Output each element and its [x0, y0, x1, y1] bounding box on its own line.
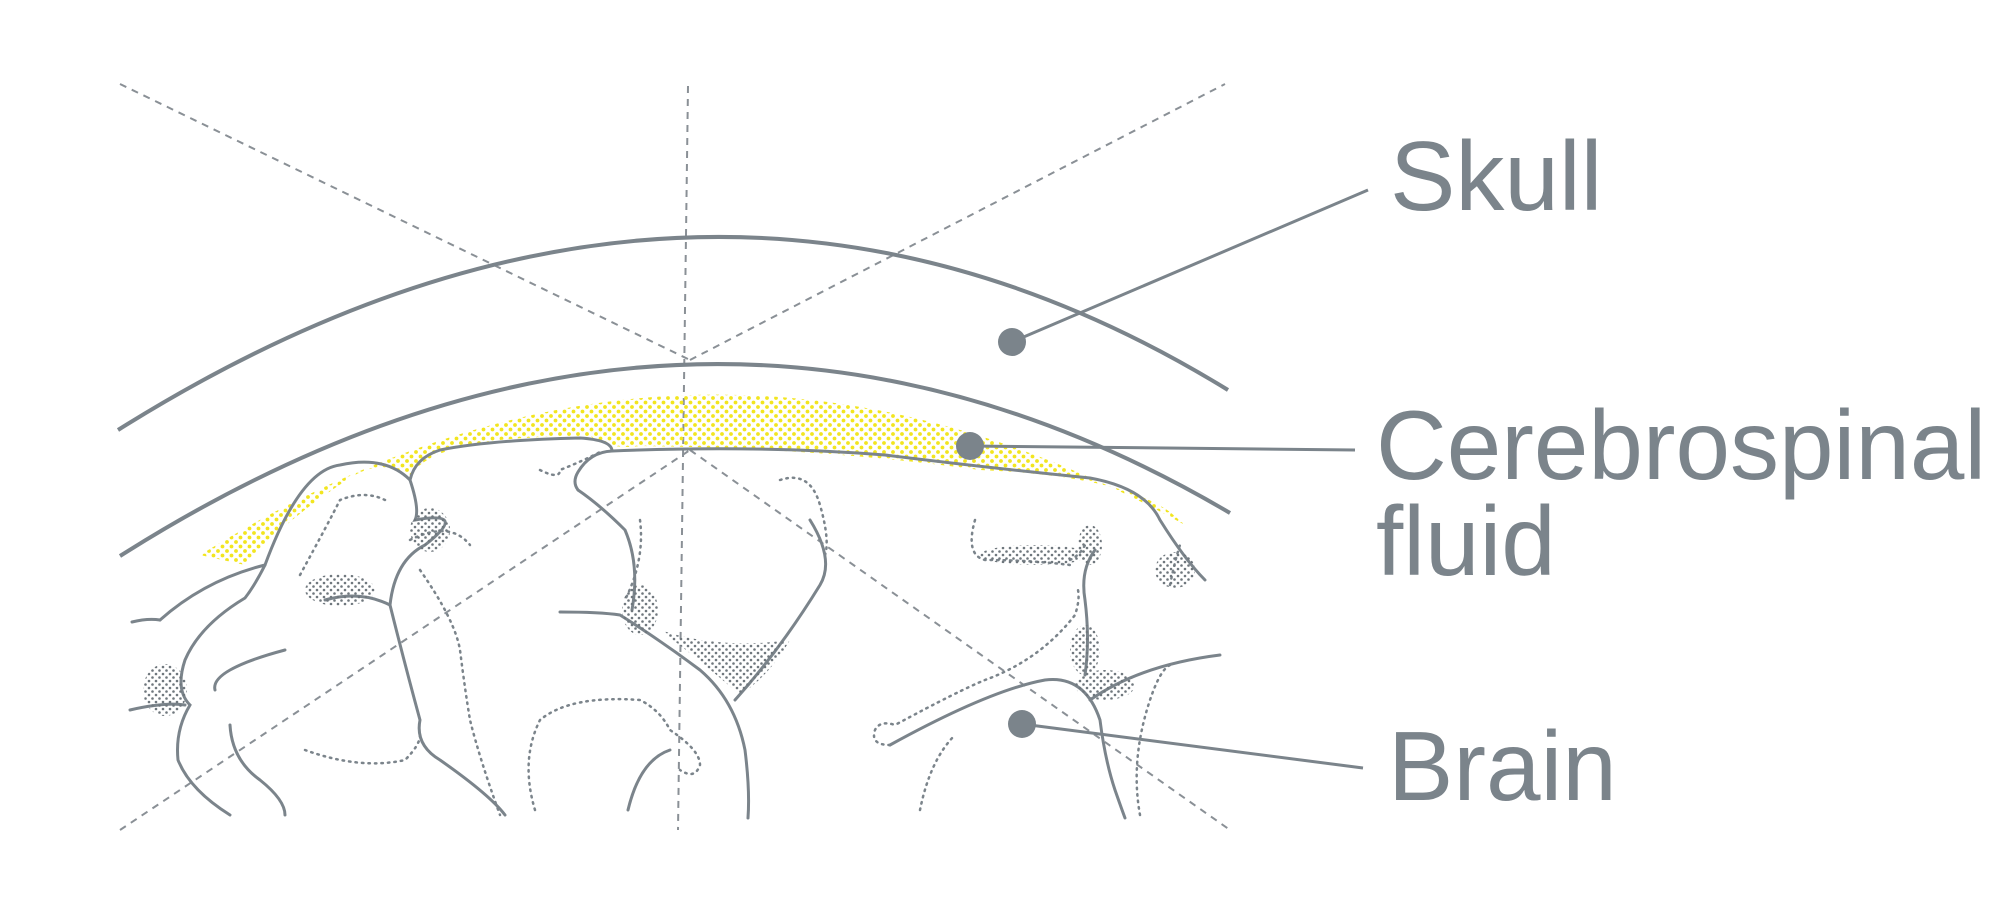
skull-outline [116, 234, 1230, 432]
construction-lines [119, 83, 1231, 831]
skull-label: Skull [1390, 121, 1602, 231]
inner-skull-outline [118, 362, 1232, 558]
csf-label-line1: Cerebrospinal [1376, 390, 1986, 500]
brain-label: Brain [1388, 711, 1617, 821]
brain-stippling [143, 508, 1195, 716]
brain-outline [128, 436, 1222, 820]
brain-sulci-dotted [298, 450, 1182, 817]
csf-pointer [956, 432, 1356, 460]
skull-pointer [998, 188, 1369, 356]
brain-pointer [1008, 710, 1364, 770]
csf-label-line2: fluid [1376, 486, 1556, 596]
cerebrospinal-fluid-region [200, 394, 1185, 565]
